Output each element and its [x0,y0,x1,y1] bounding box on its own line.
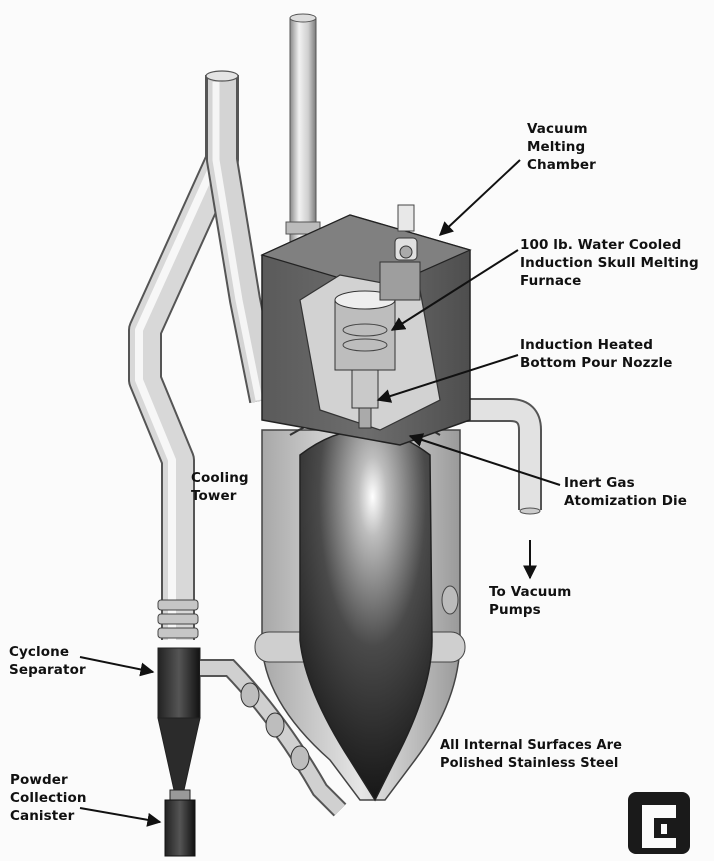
label-line: Inert Gas [564,474,687,492]
label-line: Polished Stainless Steel [440,755,622,773]
label-furnace: 100 lb. Water Cooled Induction Skull Mel… [520,236,699,290]
label-line: All Internal Surfaces Are [440,737,622,755]
label-vacuum-melting-chamber: Vacuum Melting Chamber [527,120,596,174]
label-cooling-tower: Cooling Tower [191,469,249,505]
label-powder-canister: Powder Collection Canister [10,771,87,825]
label-line: To Vacuum [489,583,571,601]
label-line: Cyclone [9,643,86,661]
cooling-tower-pipe [139,71,265,640]
label-line: Melting [527,138,596,156]
label-line: Bottom Pour Nozzle [520,354,673,372]
arrow-canister [80,808,160,822]
label-line: Chamber [527,156,596,174]
label-nozzle: Induction Heated Bottom Pour Nozzle [520,336,673,372]
label-line: 100 lb. Water Cooled [520,236,699,254]
label-line: Canister [10,807,87,825]
label-line: Vacuum [527,120,596,138]
label-internal-surfaces: All Internal Surfaces Are Polished Stain… [440,737,622,773]
pipe-collars [158,600,198,638]
arrow-cyclone [80,657,153,672]
label-vacuum-pumps: To Vacuum Pumps [489,583,571,619]
rear-vent-pipe [286,14,320,250]
powder-canister [165,790,195,856]
label-line: Separator [9,661,86,679]
label-line: Cooling [191,469,249,487]
cm-logo-icon [628,792,690,854]
vacuum-melting-chamber [262,205,470,445]
label-line: Furnace [520,272,699,290]
vacuum-pump-pipe [455,410,540,514]
label-line: Powder [10,771,87,789]
label-line: Induction Heated [520,336,673,354]
label-cyclone-separator: Cyclone Separator [9,643,86,679]
label-line: Pumps [489,601,571,619]
label-line: Tower [191,487,249,505]
label-atomization-die: Inert Gas Atomization Die [564,474,687,510]
label-line: Atomization Die [564,492,687,510]
arrow-vacuum-chamber [440,160,520,235]
label-line: Collection [10,789,87,807]
label-line: Induction Skull Melting [520,254,699,272]
